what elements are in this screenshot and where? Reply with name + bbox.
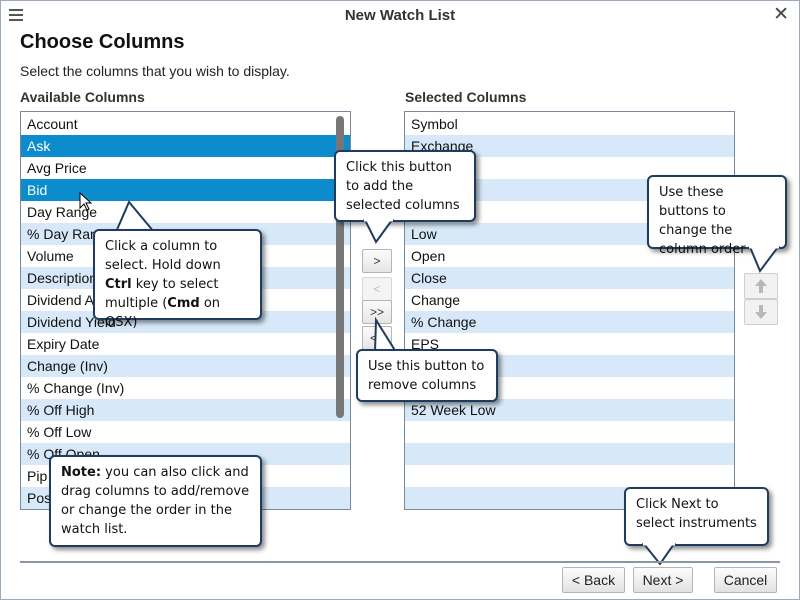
ctrl-key-label: Ctrl	[105, 277, 132, 292]
selected-column-item[interactable]: Symbol	[411, 116, 458, 132]
callout-text: key to select multiple (	[105, 277, 219, 311]
callout-text: you can also click and drag columns to a…	[61, 465, 250, 537]
available-column-item[interactable]: Day Range	[27, 204, 98, 220]
remove-button-callout: Use this button to remove columns	[356, 349, 498, 402]
order-buttons-callout: Use these buttons to change the column o…	[647, 175, 787, 257]
remove-column-button[interactable]: <	[362, 277, 392, 301]
available-column-item[interactable]: Avg Price	[27, 160, 87, 176]
selected-column-item[interactable]	[405, 421, 734, 443]
available-column-item[interactable]: Expiry Date	[27, 336, 100, 352]
move-up-button[interactable]	[744, 273, 778, 299]
available-column-item[interactable]: Volume	[27, 248, 74, 264]
selected-column-item[interactable]	[405, 465, 734, 487]
cancel-button[interactable]: Cancel	[714, 567, 777, 593]
move-down-button[interactable]	[744, 299, 778, 325]
selected-column-item[interactable]: Change	[411, 292, 461, 308]
next-button[interactable]: Next >	[633, 567, 693, 593]
window-title: New Watch List	[344, 7, 456, 24]
available-column-item[interactable]: Bid	[21, 179, 350, 201]
available-list-scrollbar[interactable]	[336, 116, 344, 418]
callout-text: Click a column to select. Hold down	[105, 239, 221, 273]
cmd-key-label: Cmd	[167, 296, 200, 311]
selected-columns-label: Selected Columns	[405, 89, 527, 105]
callout-text: on OSX)	[105, 296, 221, 330]
selected-column-item[interactable]: Open	[411, 248, 446, 264]
available-column-item[interactable]: Change (Inv)	[21, 355, 350, 377]
callout-pointer	[114, 200, 157, 233]
title-bar: New Watch List ✕	[1, 1, 799, 31]
selected-column-item[interactable]: EPS	[411, 336, 440, 352]
arrow-down-icon	[755, 305, 767, 319]
selected-column-item[interactable]: 52 Week Low	[405, 399, 734, 421]
add-column-button[interactable]: >	[362, 249, 392, 273]
menu-icon[interactable]	[9, 9, 23, 21]
callout-pointer	[363, 218, 394, 244]
close-icon[interactable]: ✕	[773, 4, 789, 25]
available-column-item[interactable]: % Off Low	[27, 424, 92, 440]
callout-pointer	[373, 316, 398, 353]
select-column-callout: Click a column to select. Hold down Ctrl…	[93, 229, 262, 330]
callout-pointer	[641, 542, 676, 566]
available-column-item[interactable]: Pip	[27, 468, 48, 484]
mouse-cursor-icon	[79, 192, 93, 211]
page-title: Choose Columns	[20, 31, 185, 53]
back-button[interactable]: < Back	[562, 567, 625, 593]
note-label: Note:	[61, 465, 102, 480]
available-column-item[interactable]: % Change (Inv)	[27, 380, 125, 396]
available-column-item[interactable]: Account	[27, 116, 78, 132]
callout-pointer	[748, 245, 780, 273]
selected-column-item[interactable]: Close	[405, 267, 734, 289]
next-button-callout: Click Next to select instruments	[624, 487, 769, 546]
selected-column-item[interactable]	[405, 443, 734, 465]
footer-separator	[20, 561, 780, 563]
arrow-up-icon	[755, 279, 767, 293]
instruction-text: Select the columns that you wish to disp…	[20, 63, 290, 79]
available-column-item[interactable]: Ask	[21, 135, 350, 157]
selected-column-item[interactable]: % Change	[405, 311, 734, 333]
note-callout: Note: you can also click and drag column…	[49, 455, 262, 547]
add-button-callout: Click this button to add the selected co…	[334, 150, 476, 222]
available-column-item[interactable]: % Off High	[21, 399, 350, 421]
available-columns-label: Available Columns	[20, 89, 145, 105]
